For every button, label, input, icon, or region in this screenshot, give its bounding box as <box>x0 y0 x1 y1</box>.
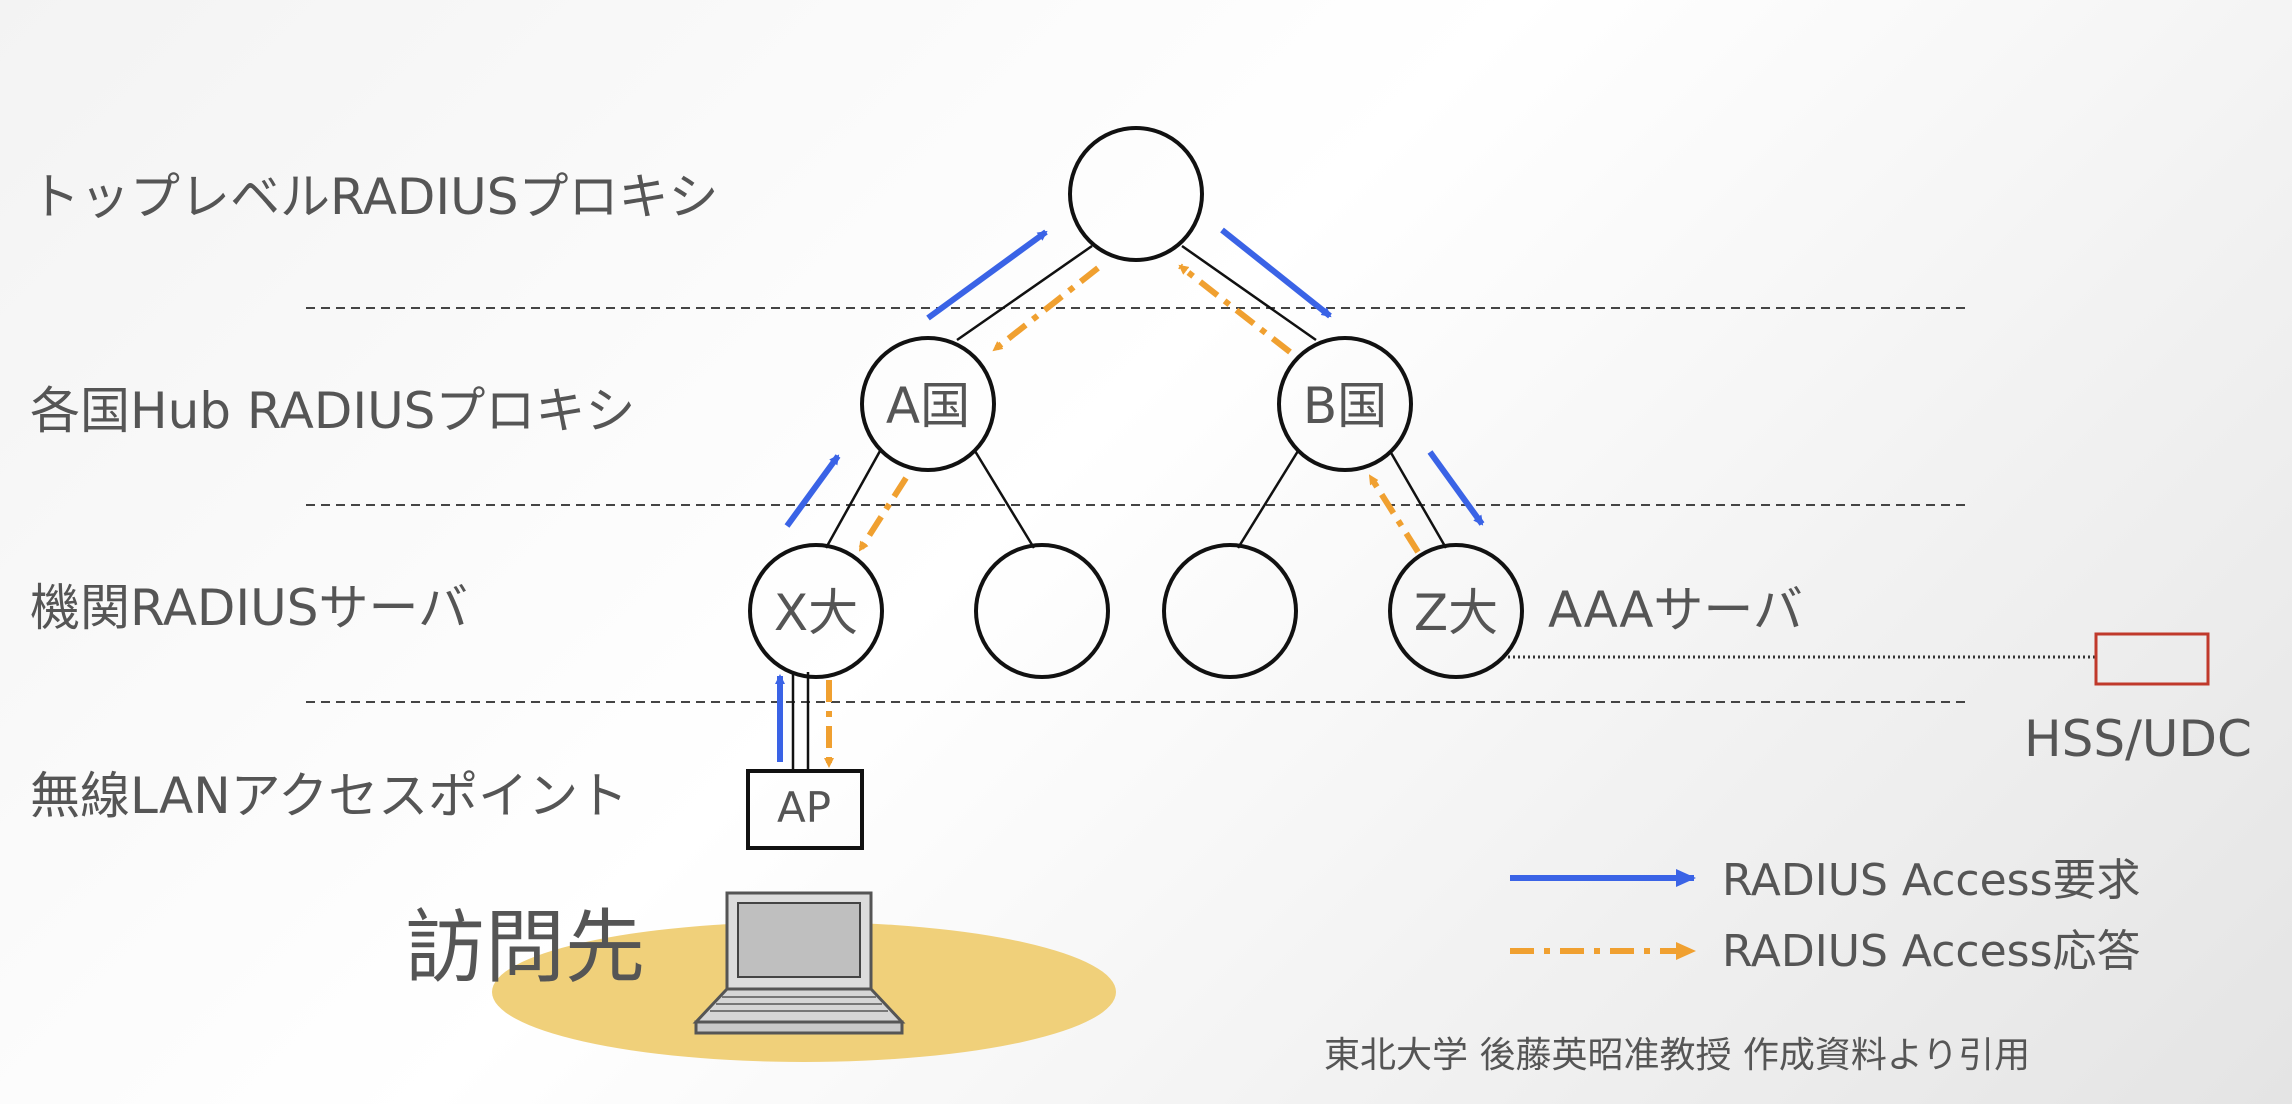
response-arrow-a-x <box>857 476 909 552</box>
layer-label-ap: 無線LANアクセスポイント <box>30 767 628 825</box>
legend-response-label: RADIUS Access応答 <box>1722 926 2141 977</box>
aaa-server-label: AAAサーバ <box>1548 581 1803 639</box>
node-label-univ-x: X大 <box>774 584 858 642</box>
node-top-proxy <box>1068 126 1204 262</box>
tree-nodes <box>746 126 1524 850</box>
legend: RADIUS Access要求 RADIUS Access応答 <box>1510 855 2141 977</box>
hss-label: HSS/UDC <box>2024 710 2252 768</box>
node-country-b <box>1277 336 1413 472</box>
node-label-country-b: B国 <box>1303 377 1387 435</box>
edge-top-b <box>1181 244 1317 342</box>
layer-separators <box>306 307 1970 703</box>
response-arrows <box>824 263 1421 768</box>
node-country-a <box>860 336 996 472</box>
node-univ-3 <box>1162 543 1298 679</box>
node-label-access-point: AP <box>777 783 831 832</box>
edge-top-a <box>956 244 1093 342</box>
request-arrow-x-a <box>784 454 841 528</box>
legend-request-label: RADIUS Access要求 <box>1722 855 2141 906</box>
node-label-country-a: A国 <box>886 377 970 435</box>
node-univ-2 <box>974 543 1110 679</box>
node-label-univ-z: Z大 <box>1414 584 1498 642</box>
node-access-point <box>746 769 864 850</box>
edge-b-c3 <box>1236 450 1300 549</box>
node-univ-x <box>748 543 884 679</box>
response-arrow-z-b <box>1367 474 1421 554</box>
edge-a-x <box>824 450 882 549</box>
request-arrow-b-z <box>1427 450 1485 526</box>
layer-label-top: トップレベルRADIUSプロキシ <box>30 168 719 226</box>
layer-label-hub: 各国Hub RADIUSプロキシ <box>30 382 635 440</box>
edge-b-z <box>1388 450 1448 549</box>
edge-a-c2 <box>973 450 1036 549</box>
response-arrow-top-a <box>992 265 1100 353</box>
request-arrow-top-b <box>1220 227 1332 319</box>
source-credit: 東北大学 後藤英昭准教授 作成資料より引用 <box>1324 1035 2030 1076</box>
request-arrows <box>775 227 1485 762</box>
request-arrow-a-top <box>926 229 1048 321</box>
laptop-icon <box>692 891 906 1035</box>
layer-label-institution: 機関RADIUSサーバ <box>30 579 468 637</box>
visit-label: 訪問先 <box>405 901 645 994</box>
hss-box <box>2094 632 2210 686</box>
node-univ-z <box>1388 543 1524 679</box>
tree-edges <box>791 244 1448 769</box>
